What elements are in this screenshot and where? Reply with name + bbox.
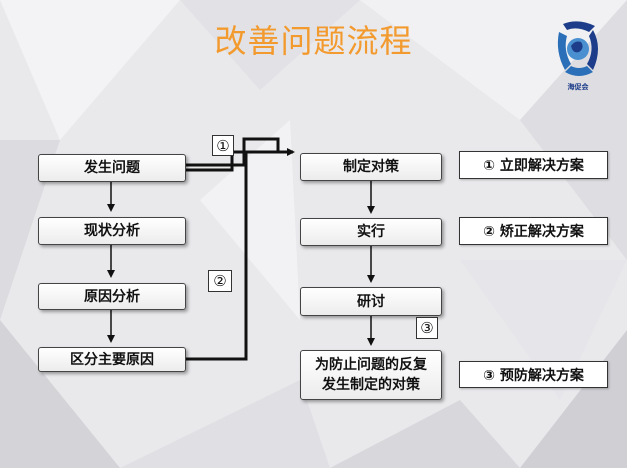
left-step-occurrence-label: 发生问题 [84, 160, 140, 176]
logo: 海促会 [553, 18, 603, 96]
arrow-corrective-path [186, 150, 248, 361]
left-step-occurrence: 发生问题 [38, 154, 186, 182]
right-step-prevention-line1: 为防止问题的反复 [315, 357, 427, 373]
globe-icon [557, 21, 598, 76]
left-step-cause-analysis: 原因分析 [38, 283, 186, 310]
right-step-countermeasure: 制定对策 [300, 153, 442, 181]
left-step-cause-analysis-label: 原因分析 [84, 288, 140, 305]
legend-immediate: ① 立即解决方案 [459, 151, 608, 179]
page-title: 改善问题流程 [214, 22, 413, 60]
right-step-review-label: 研讨 [357, 293, 385, 310]
logo-text: 海促会 [567, 83, 589, 91]
marker-1: ① [212, 135, 234, 156]
right-step-execute-label: 实行 [357, 224, 385, 240]
legend-preventive: ③ 预防解决方案 [459, 361, 608, 388]
legend-corrective: ② 矫正解决方案 [459, 217, 608, 245]
left-step-status-analysis: 现状分析 [38, 217, 186, 245]
right-step-prevention: 为防止问题的反复 发生制定的对策 [300, 350, 442, 400]
marker-3: ③ [416, 317, 438, 339]
right-step-review: 研讨 [300, 287, 442, 316]
marker-2: ② [208, 270, 232, 292]
left-step-main-causes: 区分主要原因 [38, 347, 186, 372]
right-step-prevention-line2: 发生制定的对策 [322, 377, 420, 393]
right-step-countermeasure-label: 制定对策 [343, 159, 399, 175]
right-step-execute: 实行 [300, 218, 442, 246]
left-step-main-causes-label: 区分主要原因 [70, 351, 154, 368]
left-step-status-analysis-label: 现状分析 [84, 223, 140, 239]
